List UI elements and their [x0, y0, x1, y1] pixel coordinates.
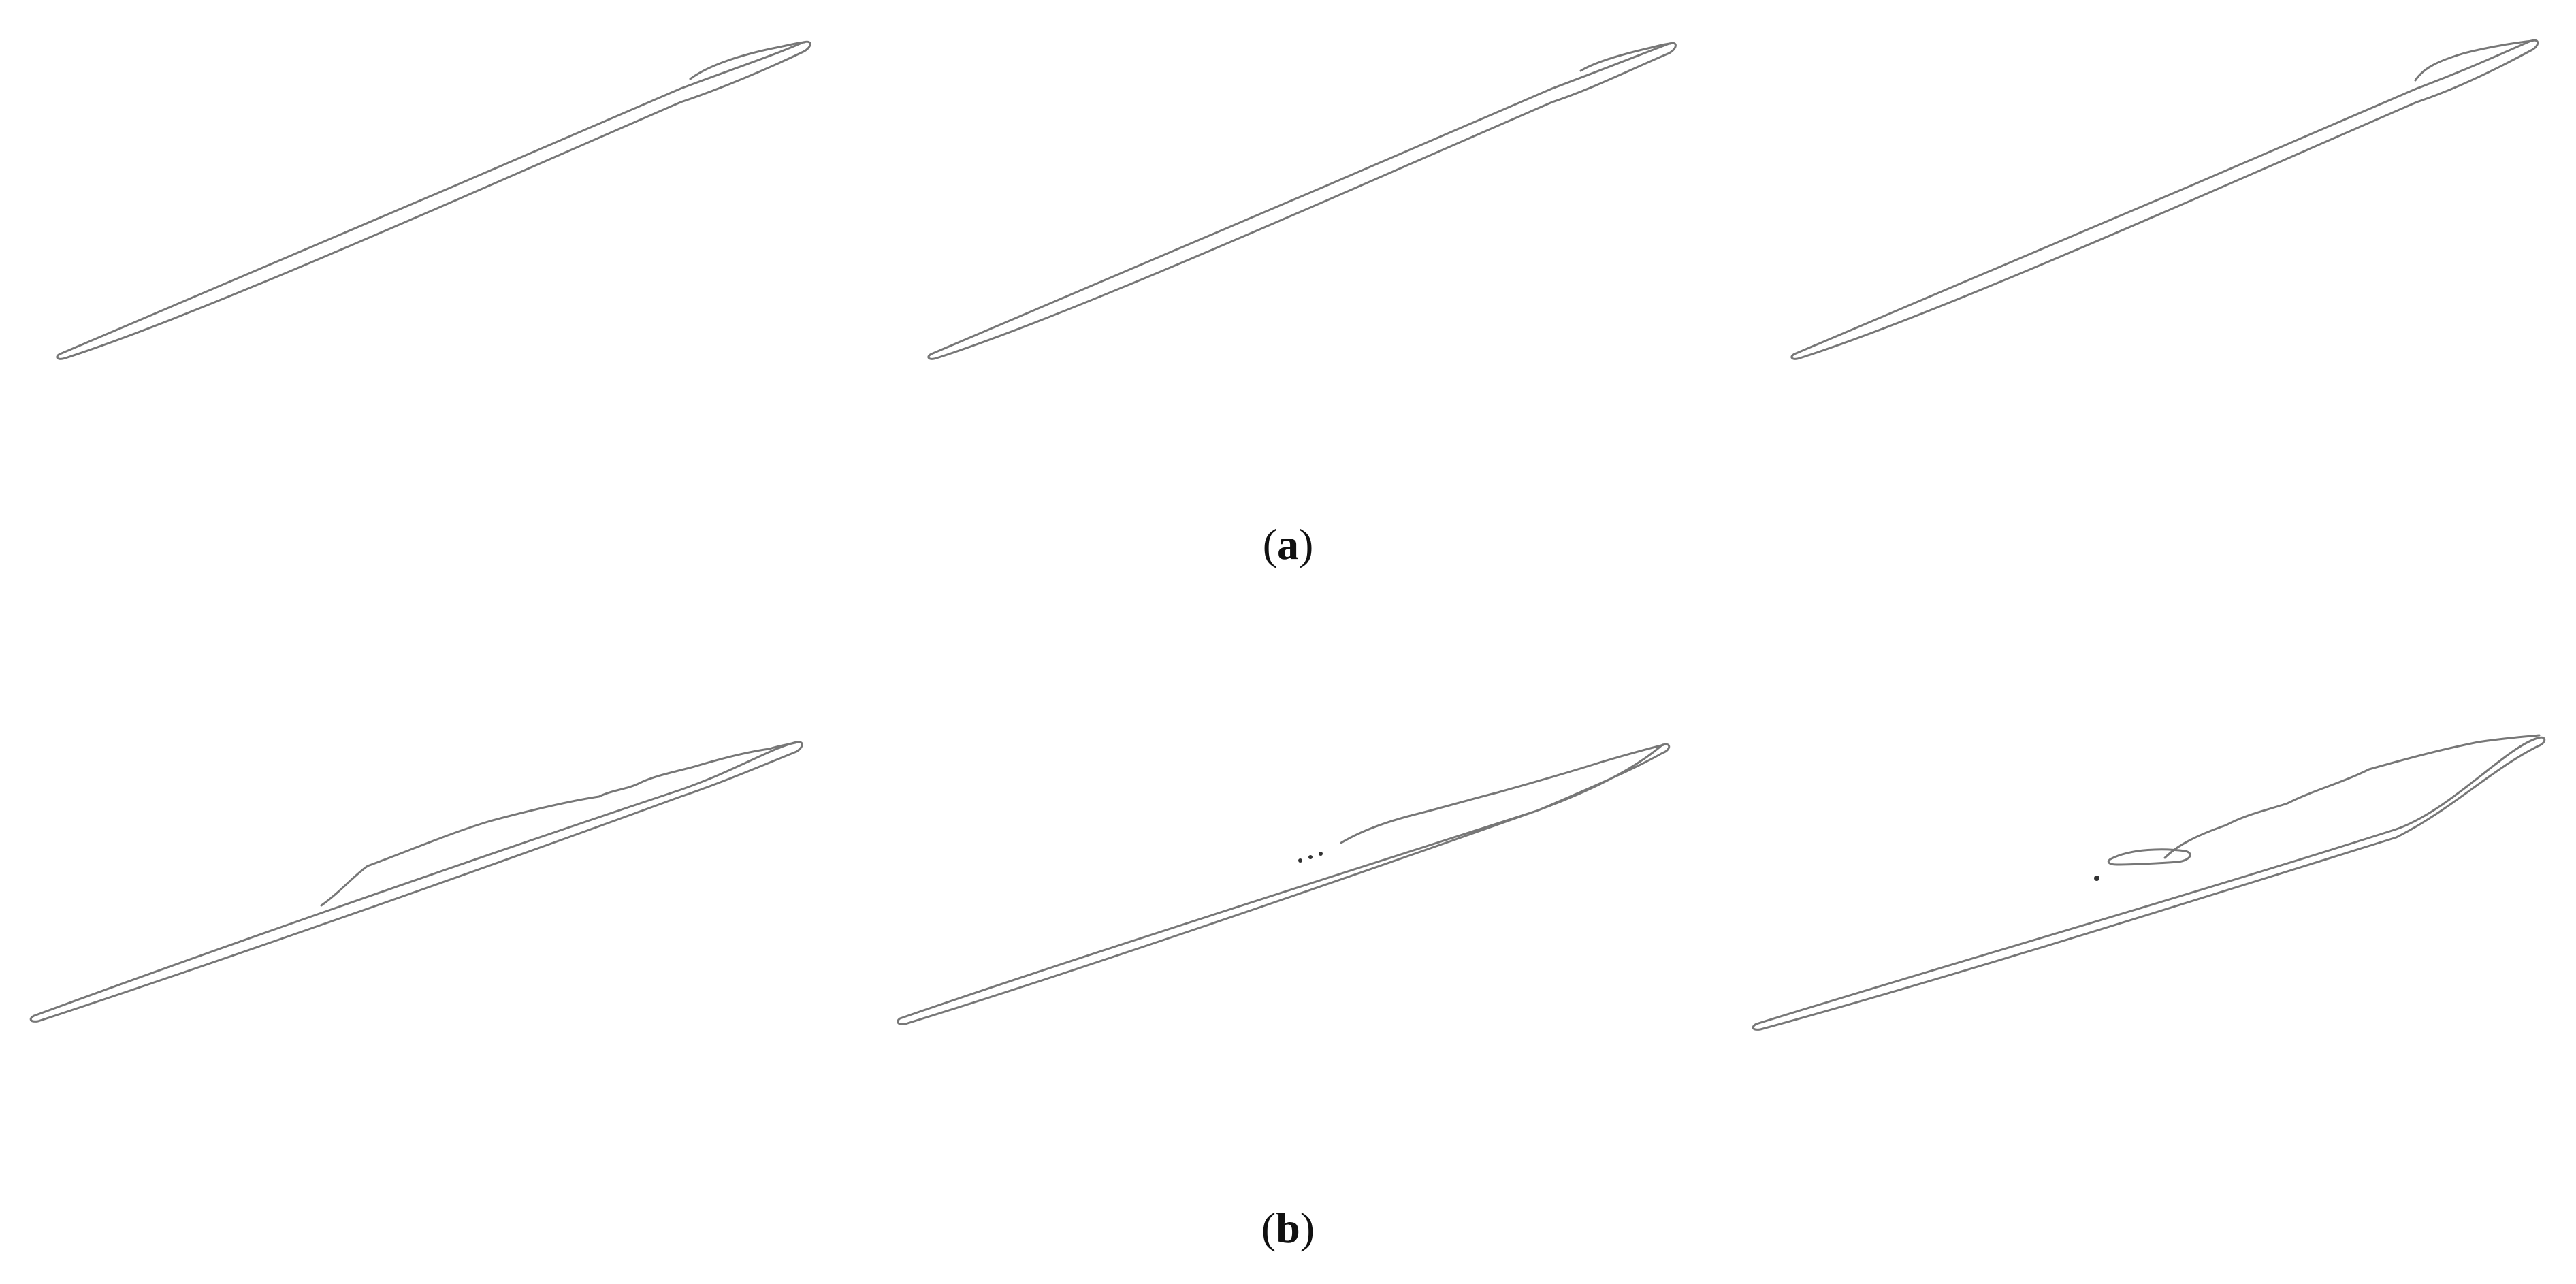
flow-marker	[2094, 876, 2099, 881]
flow-marker	[1298, 858, 1302, 863]
caption-a: (a)	[0, 523, 2576, 566]
panel-a2	[927, 42, 1677, 360]
separation-bubble	[2414, 39, 2534, 82]
separation-zone	[1340, 743, 1665, 844]
caption-a-close: )	[1299, 520, 1314, 568]
caption-a-open: (	[1262, 520, 1277, 568]
panel-b1	[29, 741, 803, 1023]
panel-a1	[56, 40, 811, 360]
detached-vortex	[2107, 848, 2191, 866]
panel-b2	[897, 743, 1671, 1025]
caption-b: (b)	[0, 1206, 2576, 1250]
airfoil-profile	[927, 42, 1677, 360]
separation-zone	[2163, 734, 2541, 859]
separation-bubble	[1579, 42, 1672, 72]
panel-a3	[1790, 39, 2539, 360]
airfoil-profile	[1752, 736, 2546, 1031]
row-a	[56, 39, 2539, 360]
panel-b3	[1752, 734, 2546, 1031]
airfoil-profile	[897, 743, 1671, 1025]
flow-marker	[1319, 852, 1323, 856]
flow-marker	[1308, 855, 1313, 859]
caption-b-letter: b	[1276, 1204, 1300, 1252]
caption-a-letter: a	[1277, 520, 1299, 568]
caption-b-open: (	[1261, 1204, 1276, 1252]
separation-bubble	[689, 41, 806, 80]
airfoil-profile	[56, 40, 811, 360]
airfoil-profile	[29, 741, 803, 1023]
row-b	[29, 734, 2546, 1031]
airfoil-profile	[1790, 39, 2539, 360]
caption-b-close: )	[1300, 1204, 1315, 1252]
separation-zone	[320, 741, 799, 907]
